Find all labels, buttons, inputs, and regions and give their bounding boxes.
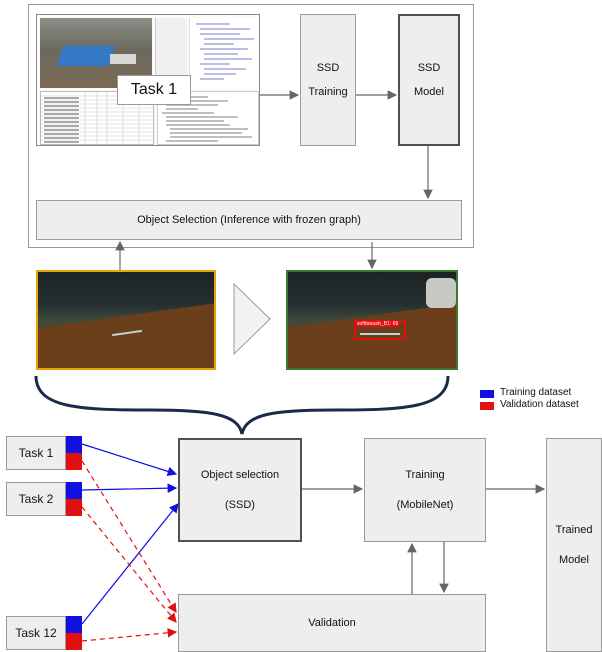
detected-instrument — [360, 333, 400, 335]
object-selection-bar: Object Selection (Inference with frozen … — [36, 200, 462, 240]
top-connectors — [34, 90, 450, 435]
task-1-training-swatch — [66, 436, 82, 453]
object-selection-ssd-line1: Object selection — [200, 469, 280, 481]
object-selection-ssd-box: Object selection (SSD) — [178, 438, 302, 542]
task-12-training-arrow — [81, 503, 179, 625]
task-12-validation-arrow — [81, 628, 178, 642]
task-1-training-arrow — [81, 443, 178, 477]
legend-swatch-training — [480, 390, 494, 398]
labelling-tool-screenshot: Task 1 — [36, 14, 260, 146]
task-1-label: Task 1 — [18, 446, 54, 460]
trained-model-line2: Model — [559, 554, 589, 566]
legend-swatch-validation — [480, 402, 494, 410]
trained-model-box: Trained Model — [546, 438, 602, 652]
ssd-model-line1: SSD — [417, 62, 441, 74]
task-12-label: Task 12 — [15, 626, 57, 640]
detection-label: softtissueb_B1: 69 — [356, 321, 400, 327]
task-1-validation-arrow — [81, 460, 177, 614]
object-selection-bar-label: Object Selection (Inference with frozen … — [137, 214, 361, 226]
ssd-training-box: SSD Training — [300, 14, 356, 146]
object-selection-ssd-line2: (SSD) — [225, 499, 255, 511]
task-2-label: Task 2 — [18, 492, 54, 506]
task-12-box: Task 12 — [6, 616, 66, 650]
task-1-box: Task 1 — [6, 436, 66, 470]
training-mobilenet-line1: Training — [405, 469, 445, 481]
ssd-model-box: SSD Model — [398, 14, 460, 146]
code-panel — [189, 18, 259, 88]
task-12-training-swatch — [66, 616, 82, 633]
legend-label-validation: Validation dataset — [500, 399, 579, 410]
validation-box: Validation — [178, 594, 486, 652]
task-2-validation-swatch — [66, 499, 82, 516]
detection-box: softtissueb_B1: 69 — [354, 320, 406, 340]
task-label: Task 1 — [117, 75, 191, 105]
input-frame — [36, 270, 216, 370]
trained-model-line1: Trained — [555, 524, 593, 536]
process-arrow-triangle — [232, 282, 272, 356]
task-label-text: Task 1 — [130, 81, 178, 98]
output-frame: softtissueb_B1: 69 — [286, 270, 458, 370]
task-12-validation-swatch — [66, 633, 82, 650]
validation-label: Validation — [308, 617, 356, 629]
ssd-model-line2: Model — [414, 86, 444, 98]
white-object — [110, 54, 136, 64]
white-device — [426, 278, 456, 308]
training-mobilenet-line2: (MobileNet) — [396, 499, 454, 511]
task-2-training-swatch — [66, 482, 82, 499]
task-2-training-arrow — [81, 483, 178, 493]
task-1-validation-swatch — [66, 453, 82, 470]
legend-label-training: Training dataset — [500, 387, 572, 398]
curly-brace — [34, 375, 450, 435]
training-mobilenet-box: Training (MobileNet) — [364, 438, 486, 542]
task-2-validation-arrow — [81, 506, 177, 623]
legend: Training dataset Validation dataset — [480, 386, 598, 416]
task-2-box: Task 2 — [6, 482, 66, 516]
ssd-training-line2: Training — [308, 86, 348, 98]
ssd-training-line1: SSD — [316, 62, 340, 74]
